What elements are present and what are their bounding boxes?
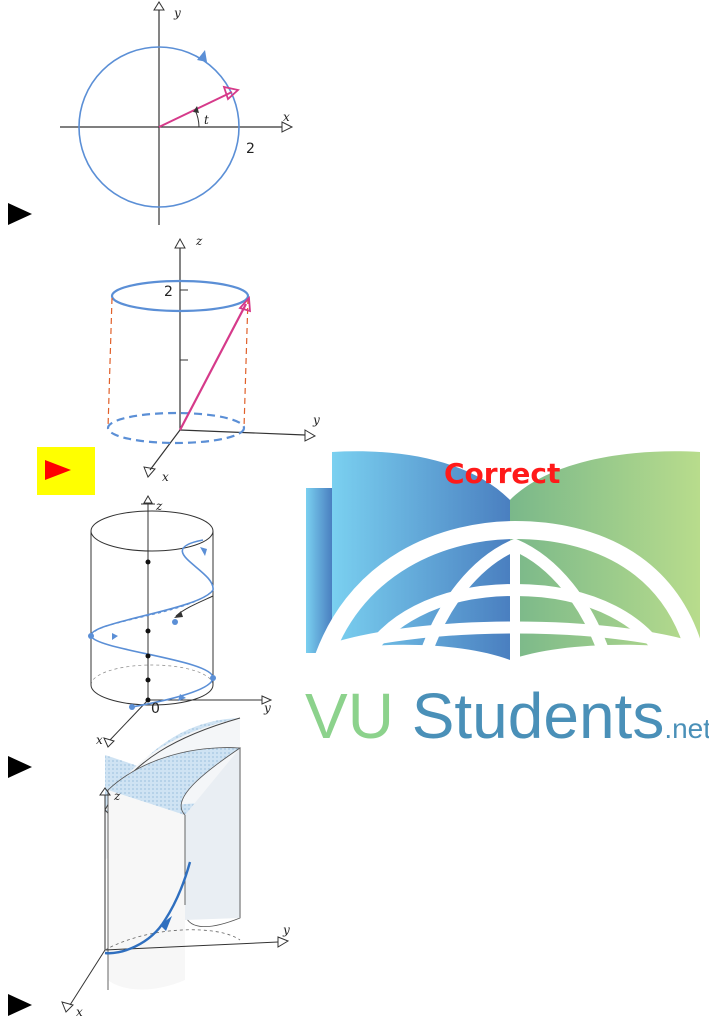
x-axis [69,949,106,1006]
circle-curve [78,46,240,208]
y-axis [104,941,279,951]
x-axis-arrow-icon [61,1001,74,1013]
radius-label: 2 [246,141,255,157]
position-vector [179,303,247,431]
curve-direction-arrow-icon [160,916,172,931]
x-axis-label: x [162,470,169,484]
y-axis-arrow-icon [261,695,273,705]
angle-arc-arrow-icon [193,106,199,113]
x-axis-arrow-icon [143,466,156,478]
option-3-marker[interactable] [8,756,32,778]
cylinder-side-right [243,297,249,429]
answer-status: Correct [444,457,561,490]
top-circle [110,279,250,313]
z-axis-arrow-icon [143,494,153,504]
angle-label: t [204,113,209,127]
y-axis-label: y [263,701,271,715]
z-axis-label: z [113,789,121,803]
option-1-marker[interactable] [8,203,32,225]
x-axis-label: x [283,110,290,124]
origin-label: 0 [151,701,160,717]
space-curve [104,861,192,955]
x-axis-label: x [96,733,103,747]
y-axis-arrow-icon [277,936,290,948]
x-axis-arrow-icon [103,737,115,748]
brand-wordmark: VU Students.net [305,679,709,753]
option-4-marker[interactable] [8,994,32,1016]
brand-suffix: .net [664,713,709,744]
y-axis-label: y [282,923,290,937]
x-axis-arrow-icon [281,121,294,133]
direction-arrow-icon [197,50,207,62]
option-2-marker[interactable] [45,460,71,480]
height-label: 2 [164,284,173,300]
x-axis [109,699,149,741]
cylinder-bottom [90,684,214,706]
z-axis-arrow-icon [99,787,111,796]
z-axis-label: z [155,499,163,513]
cylinder-side-left [107,297,113,429]
brand-main: VU Students [305,680,665,752]
y-axis-arrow-icon [153,1,165,11]
x-axis-label: x [76,1005,83,1019]
position-vector-arrowhead-icon [222,85,240,101]
y-axis-label: y [173,6,181,20]
x-axis [149,429,181,471]
z-axis-label: z [195,234,203,248]
y-axis-arrow-icon [304,429,317,442]
z-axis-arrow-icon [174,237,186,249]
position-vector-arrowhead-icon [238,295,251,313]
y-axis-label: y [312,413,320,427]
